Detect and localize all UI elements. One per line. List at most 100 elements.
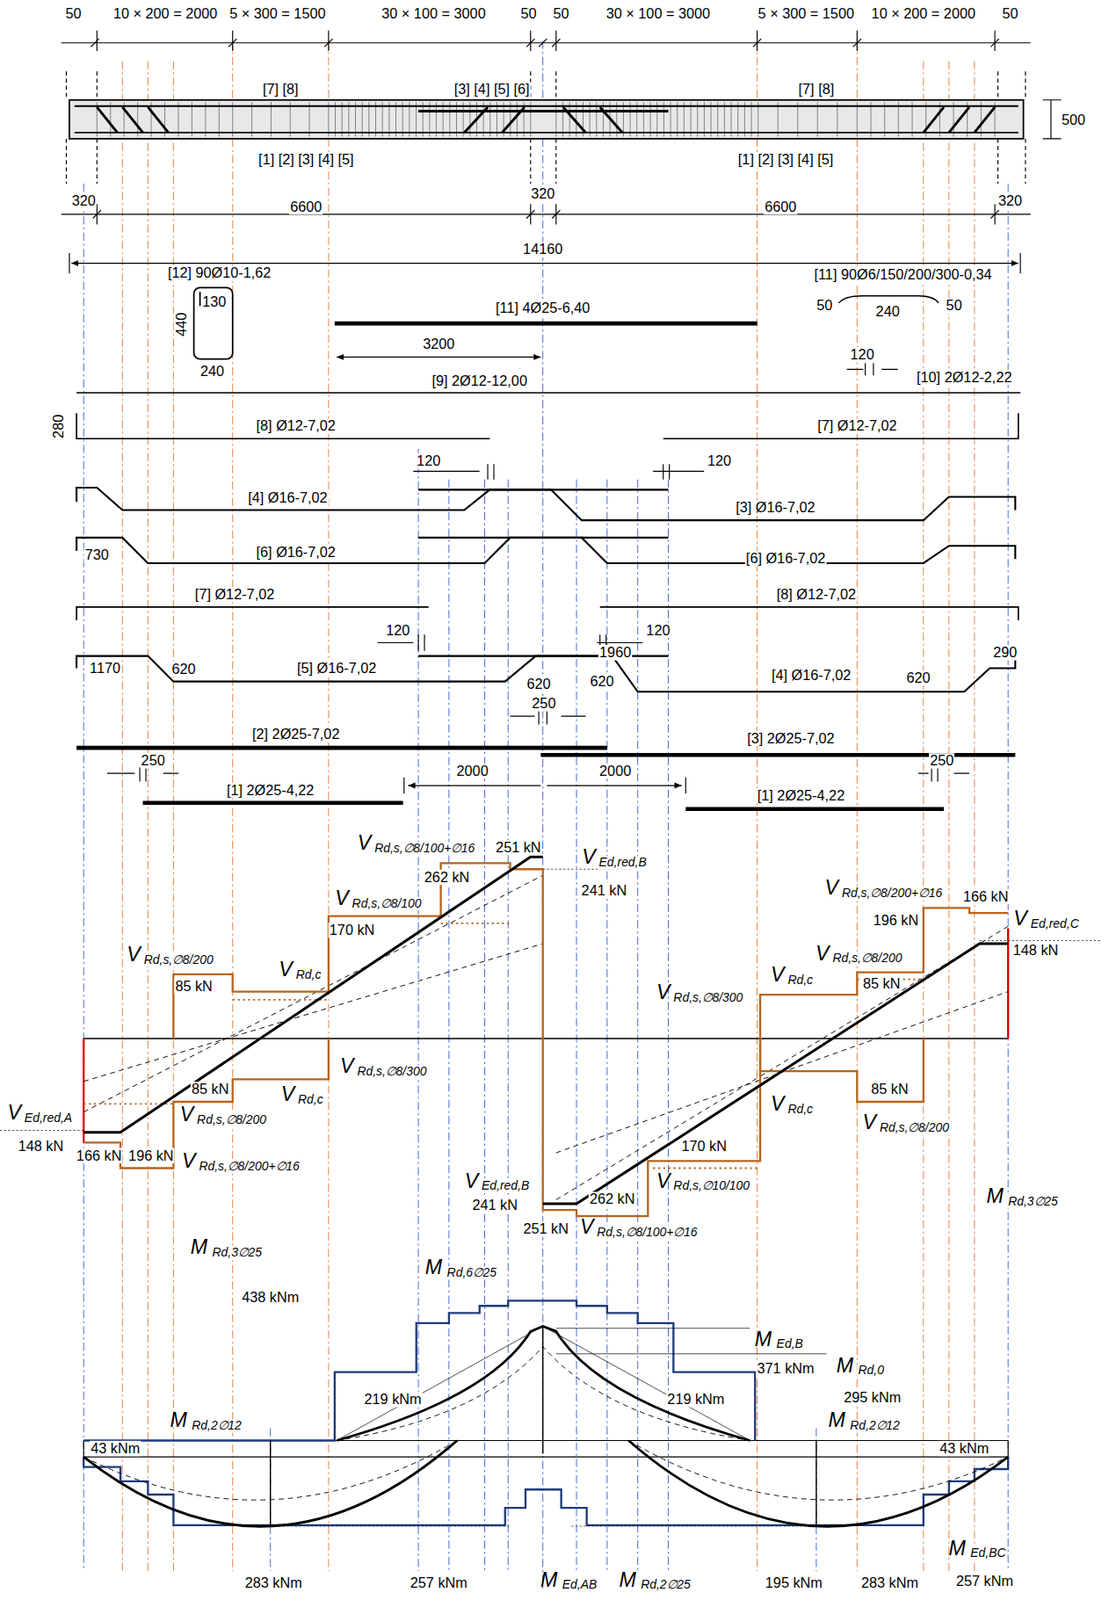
- symbol-letter: M: [985, 1184, 1005, 1208]
- stirrup-line: [953, 101, 955, 137]
- dimension-label: 1170: [88, 660, 122, 677]
- dimension-label: 10 × 200 = 2000: [870, 6, 977, 22]
- dimension-label: 500: [1060, 112, 1087, 129]
- dimension-label: 30 × 100 = 3000: [605, 6, 712, 22]
- dimension-label: 250: [928, 753, 955, 769]
- dimension-label: 250: [139, 753, 166, 769]
- dimension-label: 120: [645, 623, 671, 639]
- stirrup-line: [218, 101, 220, 137]
- symbol-subscript: Rd,s,∅8/100+∅16: [373, 841, 477, 856]
- stirrup-line: [368, 101, 370, 137]
- dimension-label: 166 kN: [75, 1148, 124, 1165]
- symbol-subscript: Rd,3∅25: [1007, 1195, 1059, 1209]
- symbol-subscript: Rd,c: [297, 1093, 325, 1107]
- symbol-subscript: Rd,s,∅8/200: [878, 1122, 950, 1136]
- symbol-subscript: Rd,c: [786, 973, 814, 987]
- dimension-label: [3] [4] [5] [6]: [453, 81, 531, 98]
- symbol-subscript: Rd,s,∅8/200+∅16: [197, 1160, 301, 1175]
- dimension-label: 280: [50, 413, 67, 440]
- symbol-letter: V: [655, 980, 672, 1004]
- stirrup-line: [435, 101, 437, 137]
- stirrup-line: [375, 101, 377, 137]
- symbol-letter: M: [424, 1255, 444, 1279]
- symbol-subscript: Rd,c: [786, 1103, 814, 1117]
- dimension-label: 3200: [421, 337, 456, 354]
- dimension-label: 5 × 300 = 1500: [228, 6, 327, 22]
- stirrup-line: [717, 101, 718, 137]
- stirrup-line: [290, 101, 291, 137]
- symbol-letter: V: [464, 1169, 480, 1193]
- dimension-label: 170 kN: [680, 1138, 728, 1155]
- symbol-subscript: Ed,red,B: [480, 1180, 531, 1194]
- symbol-subscript: Rd,6∅25: [445, 1266, 498, 1280]
- symbol-subscript: Ed,BC: [969, 1547, 1008, 1561]
- dimension-label: 620: [170, 661, 196, 678]
- stirrup-line: [575, 101, 577, 137]
- dimension-label: 50: [519, 6, 537, 22]
- dimension-label: 283 kNm: [243, 1575, 303, 1592]
- dimension-label: 43 kNm: [938, 1441, 990, 1458]
- dimension-label: [10] 2Ø12-2,22: [915, 369, 1014, 386]
- dimension-label: 251 kN: [494, 840, 543, 856]
- dimension-label: 219 kNm: [362, 1392, 422, 1408]
- stirrup-line: [327, 101, 329, 137]
- stirrup-line: [463, 101, 464, 137]
- stirrup-line: [516, 101, 518, 137]
- symbol-letter: V: [861, 1110, 878, 1134]
- stirrup-line: [966, 101, 968, 137]
- symbol-subscript: Rd,c: [295, 968, 323, 982]
- dimension-label: [6] Ø16-7,02: [745, 551, 827, 567]
- stirrup-line: [137, 101, 138, 137]
- dimension-label: 371 kNm: [755, 1361, 815, 1378]
- dimension-label: 262 kN: [588, 1192, 637, 1209]
- dimension-label: [12] 90Ø10-1,62: [166, 265, 273, 282]
- symbol-subscript: Ed,red,A: [23, 1111, 74, 1125]
- symbol-letter: V: [769, 963, 786, 986]
- symbol-subscript: Rd,s,∅8/200+∅16: [841, 886, 944, 900]
- symbol-subscript: Rd,0: [856, 1364, 885, 1378]
- dimension-label: [11] 90Ø6/150/200/300-0,34: [812, 268, 993, 284]
- stirrup-line: [724, 101, 725, 137]
- symbol-letter: V: [580, 846, 597, 870]
- symbol-letter: V: [823, 876, 840, 899]
- stirrup-line: [898, 101, 899, 137]
- symbol-letter: V: [333, 886, 350, 910]
- stirrup-line: [670, 101, 672, 137]
- stirrup-line: [204, 101, 206, 137]
- dimension-label: [1] 2Ø25-4,22: [756, 788, 847, 805]
- stirrup-line: [177, 101, 179, 137]
- symbol-subscript: Rd,2∅12: [190, 1420, 243, 1434]
- dimension-label: [6] Ø16-7,02: [254, 544, 337, 561]
- stirrup-line: [623, 101, 624, 137]
- stirrup-line: [232, 101, 233, 137]
- stirrup-line: [650, 101, 652, 137]
- dimension-label: [3] 2Ø25-7,02: [746, 731, 836, 747]
- symbol-letter: V: [125, 942, 142, 966]
- stirrup-line: [348, 101, 349, 137]
- stirrup-line: [395, 101, 397, 137]
- symbol-letter: M: [826, 1408, 847, 1432]
- dimension-label: 6600: [289, 199, 323, 216]
- dimension-label: [1] [2] [3] [4] [5]: [737, 152, 835, 168]
- dimension-label: 50: [1000, 6, 1019, 22]
- symbol-letter: V: [769, 1093, 786, 1117]
- stirrup-line: [191, 101, 193, 137]
- symbol-subscript: Ed,B: [775, 1338, 805, 1352]
- symbol-subscript: Ed,red,C: [1029, 917, 1081, 931]
- dimension-label: [3] Ø16-7,02: [734, 500, 817, 516]
- dimension-label: 196 kN: [872, 913, 921, 930]
- dimension-label: 620: [525, 676, 551, 693]
- dimension-label: 130: [201, 294, 227, 311]
- stirrup-line: [428, 101, 430, 137]
- stirrup-line: [496, 101, 498, 137]
- stirrup-line: [388, 101, 390, 137]
- symbol-letter: V: [655, 1169, 672, 1193]
- stirrup-line: [164, 101, 166, 137]
- dimension-label: 262 kN: [423, 870, 472, 886]
- symbol-subscript: Rd,s,∅10/100: [672, 1180, 751, 1194]
- dimension-label: 730: [84, 547, 110, 564]
- symbol-letter: V: [579, 1215, 595, 1239]
- dimension-label: 320: [997, 193, 1023, 210]
- dimension-label: 240: [199, 363, 225, 380]
- dimension-label: 170 kN: [328, 922, 377, 939]
